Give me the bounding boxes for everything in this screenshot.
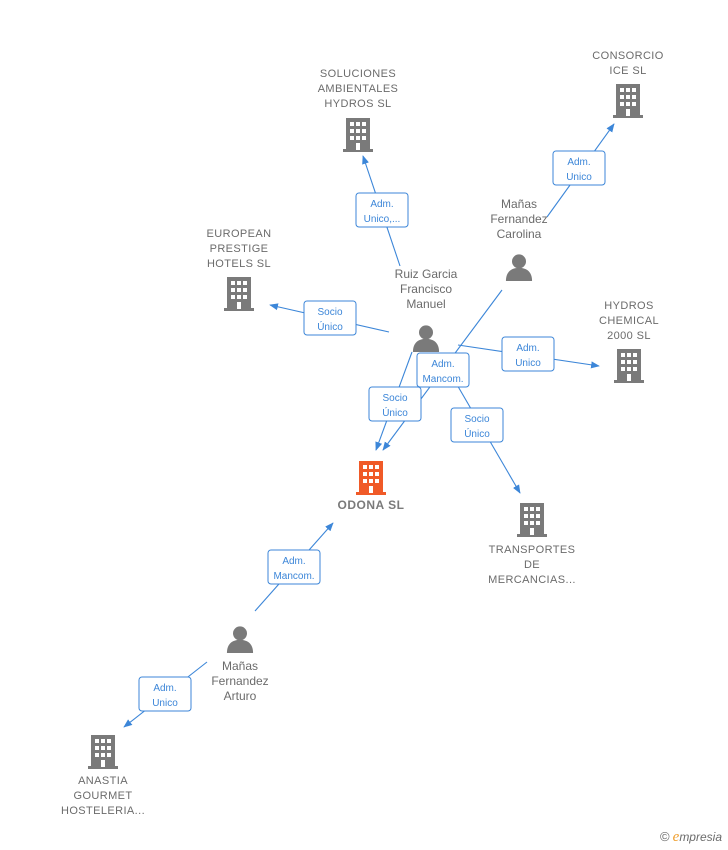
relation-label-r2[interactable]: Adm. Unico (552, 150, 606, 186)
building-icon (356, 461, 386, 495)
relation-label-r8[interactable]: Adm. Mancom. (267, 549, 321, 585)
brand-logo-text: mpresia (679, 830, 722, 844)
relation-label-line: Único (382, 406, 408, 419)
relation-label-line: Adm. (431, 359, 454, 370)
company-label-line: TRANSPORTES (489, 544, 576, 556)
relation-label-r4[interactable]: Adm. Unico (501, 336, 555, 372)
company-node-odona[interactable]: ODONA SL (338, 461, 405, 512)
company-label-line: HOTELS SL (207, 258, 271, 270)
relation-labels-layer: Adm.Unico,...Adm.UnicoSocioÚnicoAdm.Unic… (138, 150, 606, 712)
person-label-line: Mañas (501, 197, 537, 211)
relation-label-line: Único (317, 320, 343, 333)
company-node-soluciones[interactable]: SOLUCIONES AMBIENTALES HYDROS SL (318, 68, 399, 152)
company-label-line: DE (524, 559, 540, 571)
company-label-line: ODONA SL (338, 498, 405, 512)
relation-label-box (368, 386, 422, 422)
company-node-european[interactable]: EUROPEAN PRESTIGE HOTELS SL (207, 228, 272, 311)
relation-label-line: Adm. (370, 199, 393, 210)
company-label-line: CONSORCIO (592, 50, 663, 62)
relation-label-box (450, 407, 504, 443)
relation-label-box (501, 336, 555, 372)
company-node-transportes[interactable]: TRANSPORTES DE MERCANCIAS... (488, 503, 576, 586)
company-label-line: ICE SL (609, 65, 646, 77)
relation-label-line: Unico (566, 172, 592, 183)
relation-label-line: Adm. (567, 157, 590, 168)
relation-label-line: Unico (515, 358, 541, 369)
brand-logo-initial: e (672, 829, 680, 845)
person-label-line: Fernandez (211, 674, 268, 688)
company-label-line: PRESTIGE (210, 243, 269, 255)
person-icon (505, 254, 533, 281)
relation-label-r5[interactable]: Adm. Mancom. (416, 352, 470, 388)
relation-label-line: Socio (464, 414, 489, 425)
company-label-line: ANASTIA (78, 775, 128, 787)
relation-label-line: Mancom. (273, 571, 314, 582)
company-label-line: GOURMET (73, 790, 132, 802)
relation-label-line: Socio (382, 393, 407, 404)
company-label-line: AMBIENTALES (318, 83, 399, 95)
company-node-anastia[interactable]: ANASTIA GOURMET HOSTELERIA... (61, 735, 145, 817)
nodes-layer: ODONA SL SOLUCIONES AMBIENTALES HYDROS SL CO… (61, 50, 663, 817)
building-icon (343, 118, 373, 152)
company-label-line: SOLUCIONES (320, 68, 396, 80)
company-label-line: HOSTELERIA... (61, 805, 145, 817)
company-label-line: EUROPEAN (207, 228, 272, 240)
relation-label-line: Adm. (516, 343, 539, 354)
relation-label-line: Único (464, 427, 490, 440)
company-label-line: 2000 SL (607, 330, 651, 342)
copyright-icon: © (660, 829, 670, 844)
building-icon (88, 735, 118, 769)
relation-label-line: Adm. (282, 556, 305, 567)
relation-label-box (355, 192, 409, 228)
person-icon (226, 626, 254, 653)
brand-watermark: ©empresia (660, 829, 722, 846)
relation-label-line: Unico,... (364, 214, 401, 225)
person-label-line: Carolina (497, 227, 542, 241)
relation-label-box (138, 676, 192, 712)
relation-label-box (416, 352, 470, 388)
person-label-line: Manuel (406, 297, 445, 311)
company-label-line: CHEMICAL (599, 315, 659, 327)
company-node-hydros2000[interactable]: HYDROS CHEMICAL 2000 SL (599, 300, 659, 383)
building-icon (613, 84, 643, 118)
person-label-line: Fernandez (490, 212, 547, 226)
relation-label-box (267, 549, 321, 585)
building-icon (224, 277, 254, 311)
company-label-line: HYDROS SL (324, 98, 391, 110)
relation-label-box (552, 150, 606, 186)
relation-label-line: Adm. (153, 683, 176, 694)
relation-label-line: Mancom. (422, 374, 463, 385)
person-icon (412, 325, 440, 352)
person-label-line: Mañas (222, 659, 258, 673)
company-label-line: HYDROS (604, 300, 653, 312)
company-node-consorcio[interactable]: CONSORCIO ICE SL (592, 50, 663, 118)
person-label-line: Arturo (224, 689, 257, 703)
relation-label-line: Unico (152, 698, 178, 709)
person-label-line: Ruiz Garcia (395, 267, 458, 281)
building-icon (614, 349, 644, 383)
company-label-line: MERCANCIAS... (488, 574, 576, 586)
person-label-line: Francisco (400, 282, 452, 296)
relation-label-r9[interactable]: Adm. Unico (138, 676, 192, 712)
relation-label-box (303, 300, 357, 336)
relation-label-r1[interactable]: Adm. Unico,... (355, 192, 409, 228)
relation-label-line: Socio (317, 307, 342, 318)
building-icon (517, 503, 547, 537)
